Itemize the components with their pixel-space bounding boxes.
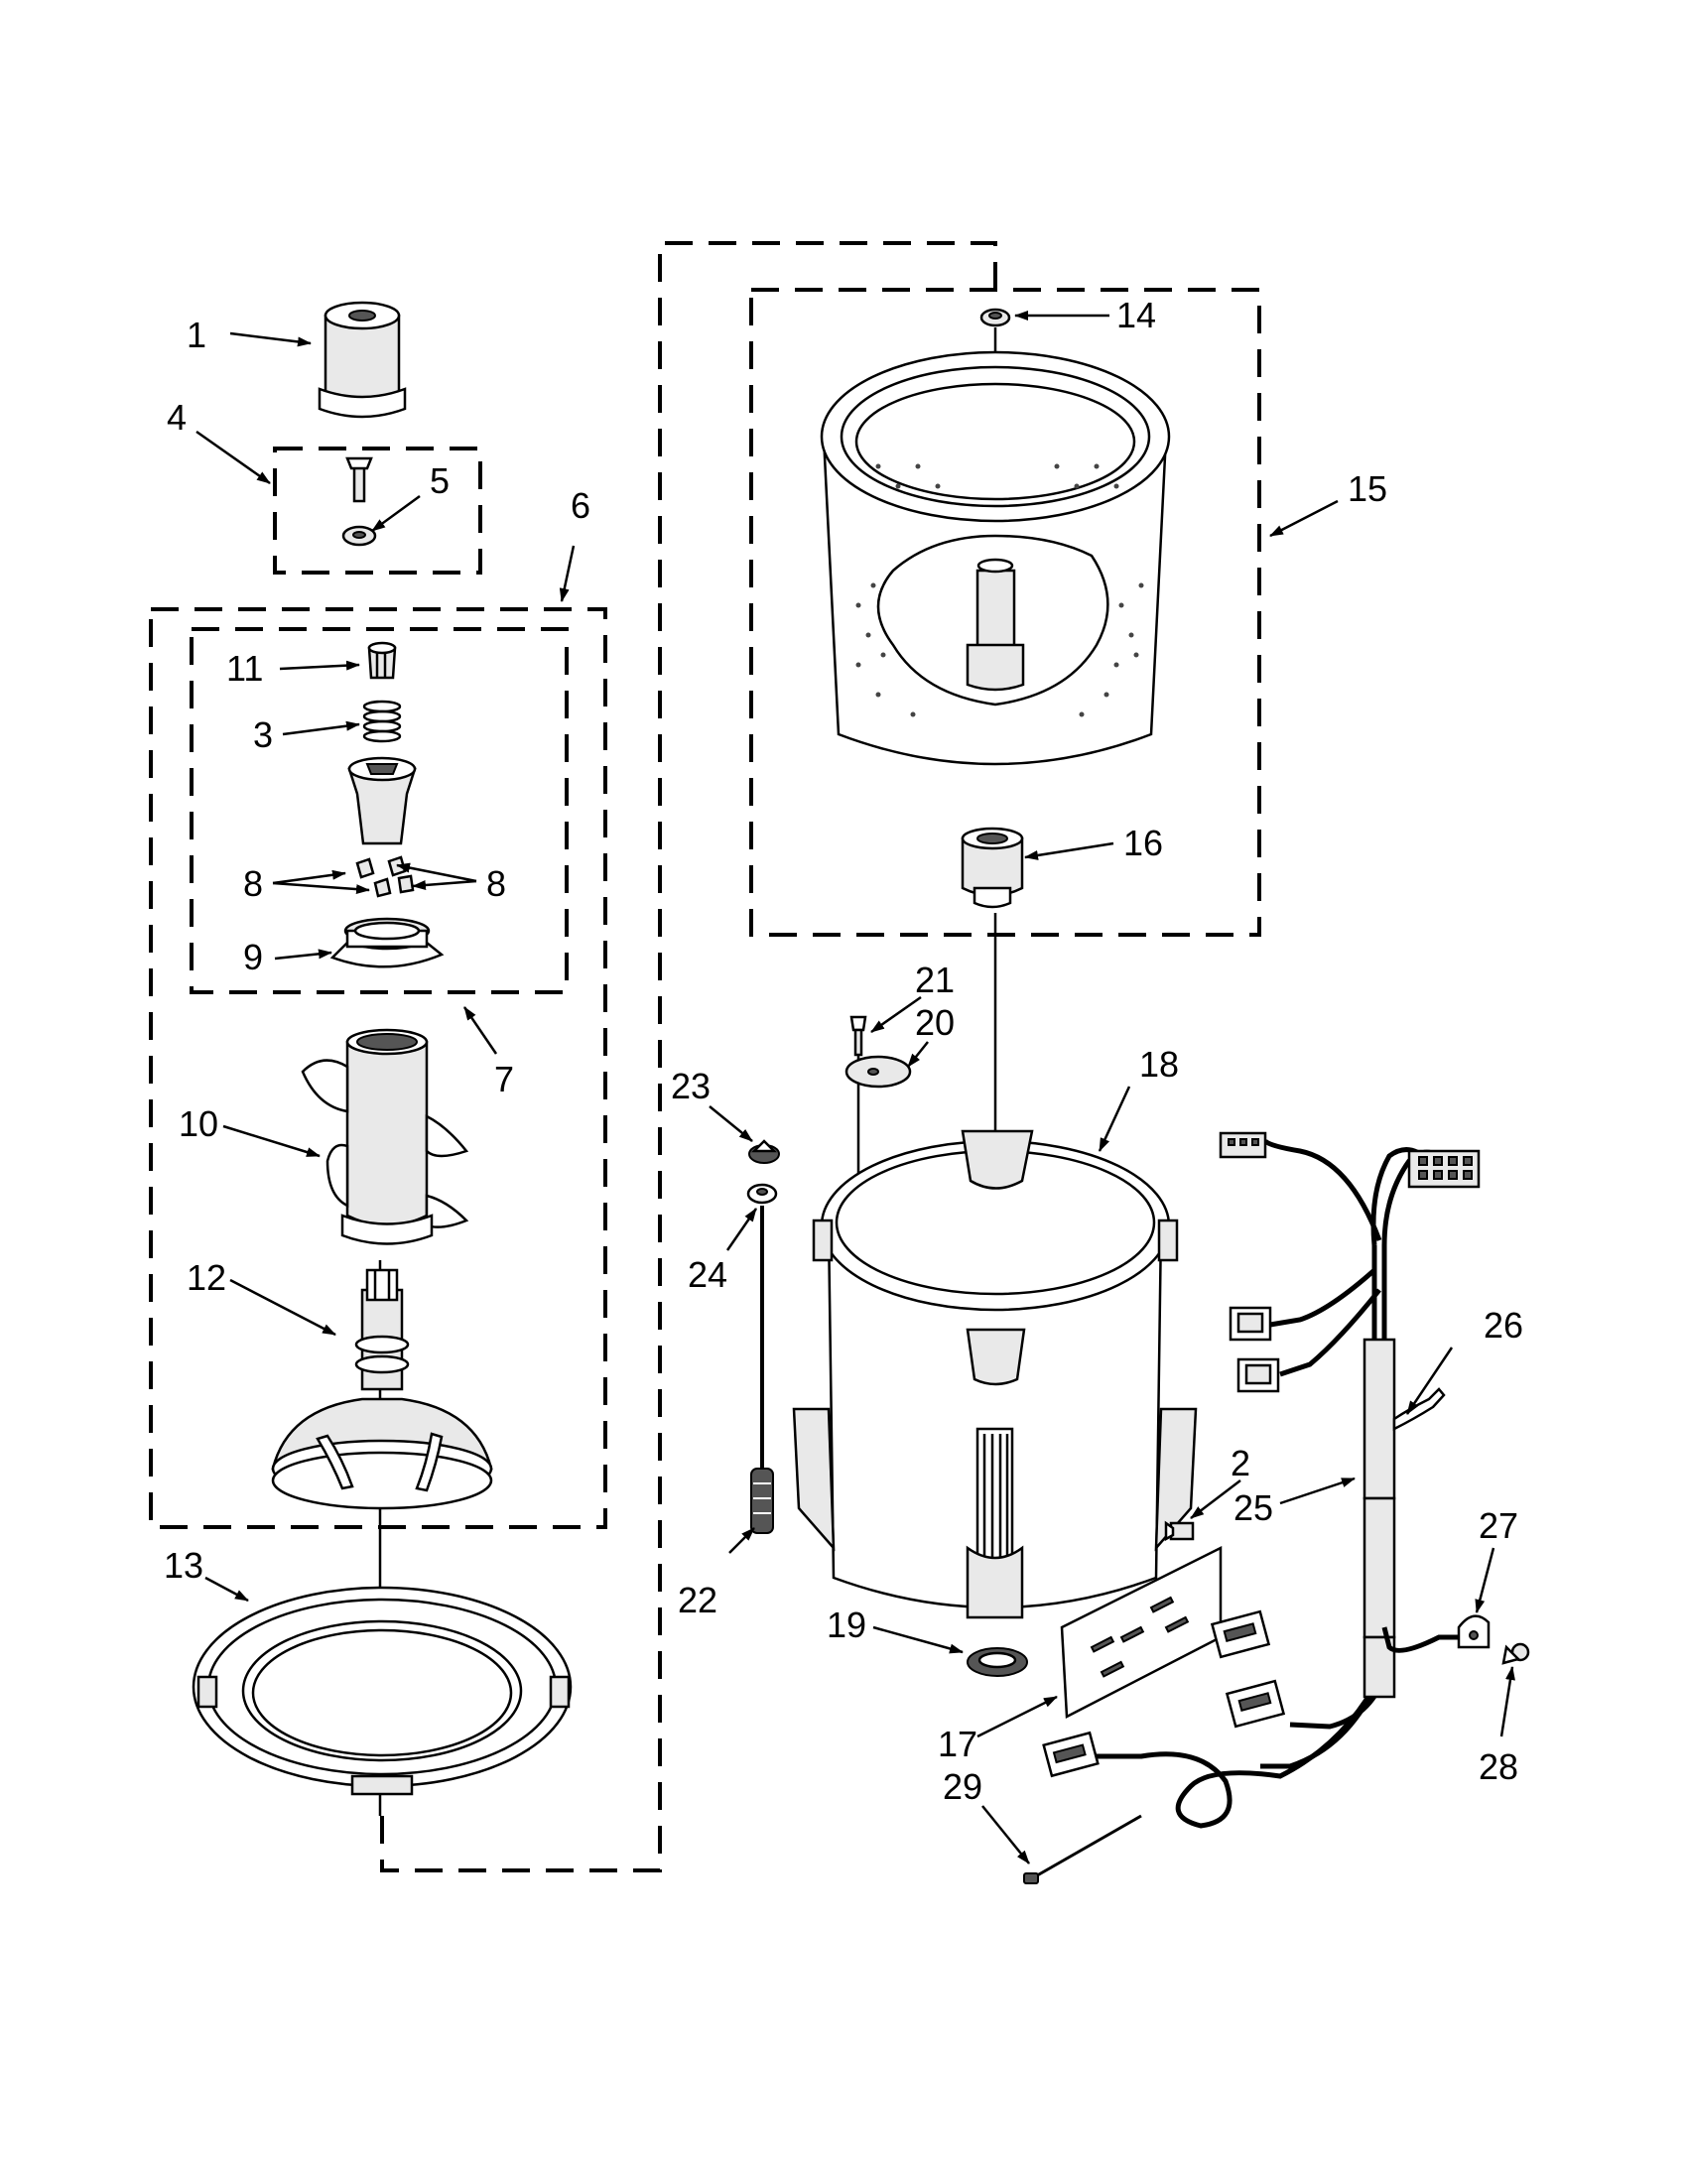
callout-12: 12	[187, 1257, 226, 1298]
part-22-spring	[750, 1468, 774, 1534]
harness-connector-lower-2	[1225, 1679, 1286, 1729]
part-1-agitator-cap	[318, 301, 407, 419]
connector-dashed-line	[380, 241, 997, 1872]
callout-24: 24	[688, 1254, 727, 1295]
harness-connector-lower-1	[1210, 1609, 1271, 1659]
leader-arrows	[195, 311, 1515, 1864]
callout-3: 3	[253, 714, 273, 755]
callout-16: 16	[1123, 823, 1163, 863]
callout-8-left: 8	[243, 863, 263, 904]
part-13-tub-ring	[192, 1586, 573, 1796]
callout-4: 4	[167, 397, 187, 438]
group-box-15	[749, 288, 1261, 937]
callout-9: 9	[243, 937, 263, 977]
callout-29: 29	[943, 1766, 982, 1807]
callout-21: 21	[915, 960, 955, 1000]
part-12-drive-bell	[271, 1268, 493, 1510]
part-18-outer-tub	[792, 1129, 1198, 1619]
part-20-bracket	[844, 1055, 912, 1089]
callout-6: 6	[571, 485, 590, 526]
group-box-6	[149, 607, 607, 1529]
part-14-basket-nut	[979, 308, 1011, 327]
part-10-auger	[301, 1028, 469, 1245]
part-24-cup	[746, 1183, 778, 1205]
callout-20: 20	[915, 1002, 955, 1043]
callout-22: 22	[678, 1580, 717, 1620]
callout-19: 19	[827, 1605, 866, 1645]
callout-17: 17	[938, 1724, 977, 1764]
callout-15: 15	[1348, 468, 1387, 509]
part-2-pressure-fitting	[1164, 1520, 1195, 1542]
callout-10: 10	[179, 1103, 218, 1144]
callout-14: 14	[1116, 295, 1156, 335]
part-11-dog-cap	[367, 641, 397, 680]
part-25-wire-harness	[1092, 1139, 1451, 1829]
part-5-bolt-washer	[341, 456, 377, 547]
callout-27: 27	[1479, 1505, 1518, 1546]
group-box-4	[273, 447, 482, 575]
part-29-cable-tie	[1023, 1814, 1142, 1884]
callout-7: 7	[494, 1059, 514, 1099]
callout-8-right: 8	[486, 863, 506, 904]
callout-2: 2	[1231, 1443, 1250, 1483]
harness-connector-top-left	[1219, 1131, 1267, 1159]
part-28-screw	[1501, 1642, 1530, 1665]
group-box-7	[190, 627, 569, 994]
callout-13: 13	[164, 1545, 203, 1586]
callout-25: 25	[1233, 1487, 1273, 1528]
part-9-cam-ring	[329, 917, 445, 968]
callout-11: 11	[226, 648, 263, 689]
callout-18: 18	[1139, 1044, 1179, 1085]
harness-connector-top-right	[1407, 1149, 1481, 1189]
callout-1: 1	[187, 315, 206, 355]
callout-5: 5	[430, 460, 450, 501]
part-19-tub-seal	[967, 1647, 1028, 1677]
callout-labels: 1 2 3 4 5 6 7 8 8 9 10 11 12 13 14 15 16…	[164, 295, 1523, 1807]
harness-connector-bottom	[1042, 1731, 1100, 1778]
part-15-basket	[820, 350, 1171, 766]
part-26-drain-tube	[1381, 1387, 1459, 1653]
callout-26: 26	[1484, 1305, 1523, 1346]
basket-perforations	[855, 463, 1144, 717]
part-23-grommet	[748, 1139, 780, 1164]
part-27-clamp	[1457, 1614, 1491, 1649]
part-16-hub	[961, 827, 1024, 909]
part-21-screw	[849, 1015, 867, 1057]
harness-connector-mid-1	[1229, 1306, 1272, 1342]
part-cam-housing	[347, 756, 417, 845]
callout-28: 28	[1479, 1746, 1518, 1787]
callout-23: 23	[671, 1066, 711, 1106]
part-3-spring	[362, 700, 402, 743]
harness-connector-mid-2	[1236, 1357, 1280, 1393]
